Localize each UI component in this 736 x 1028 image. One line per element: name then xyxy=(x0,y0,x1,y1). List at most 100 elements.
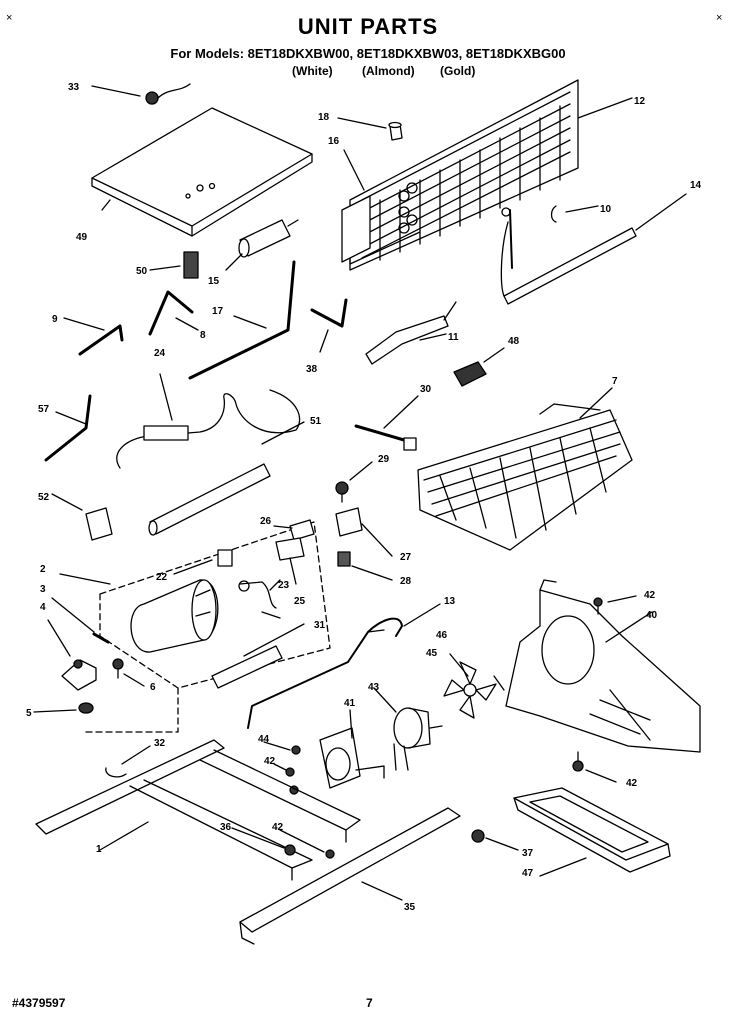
part-15-drier xyxy=(225,219,299,271)
page-title: UNIT PARTS xyxy=(297,14,439,39)
part-49-cover-plate xyxy=(91,107,313,237)
callout-11: 11 xyxy=(448,332,459,343)
callout-38: 38 xyxy=(306,364,318,375)
callout-12: 12 xyxy=(634,96,646,107)
callout-48: 48 xyxy=(508,336,520,347)
callout-25: 25 xyxy=(294,596,306,607)
compressor xyxy=(130,579,219,653)
callout-57: 57 xyxy=(38,404,50,415)
part-43-motor xyxy=(373,687,443,771)
part-14-heater xyxy=(500,193,687,305)
callout-29: 29 xyxy=(378,454,390,465)
part-30-tie xyxy=(354,395,419,451)
callout-44: 44 xyxy=(258,734,270,745)
part-12-condenser xyxy=(349,79,633,271)
callout-6: 6 xyxy=(150,682,156,693)
callout-42: 42 xyxy=(264,756,276,767)
part-7-evaporator xyxy=(417,387,633,551)
part-4-bracket xyxy=(47,619,97,691)
part-47-drain-pan xyxy=(513,787,671,877)
part-13-tube xyxy=(247,603,441,729)
part-48-block xyxy=(453,347,505,387)
callout-5: 5 xyxy=(26,708,32,719)
part-35-rail xyxy=(239,807,461,945)
callout-45: 45 xyxy=(426,648,438,659)
callout-18: 18 xyxy=(318,112,330,123)
callout-37: 37 xyxy=(522,848,534,859)
callout-42: 42 xyxy=(644,590,656,601)
callout-23: 23 xyxy=(278,580,290,591)
part-50-grommet xyxy=(149,251,199,279)
callout-labels: 33 12 18 16 49 10 14 50 15 9 8 17 38 11 … xyxy=(26,82,702,913)
callout-13: 13 xyxy=(444,596,456,607)
part-42b-screw xyxy=(273,763,299,795)
part-42d-screw xyxy=(279,829,335,859)
part-29-screw xyxy=(335,461,373,503)
callout-2: 2 xyxy=(40,564,46,575)
model-numbers: For Models: 8ET18DKXBW00, 8ET18DKXBW03, … xyxy=(170,46,566,61)
part-42a-screw xyxy=(593,595,637,615)
callout-24: 24 xyxy=(154,348,166,359)
callout-32: 32 xyxy=(154,738,166,749)
part-number: #4379597 xyxy=(12,996,66,1010)
part-52-sleeve xyxy=(51,493,113,541)
callout-35: 35 xyxy=(404,902,416,913)
callout-50: 50 xyxy=(136,266,148,277)
callout-47: 47 xyxy=(522,868,534,879)
callout-27: 27 xyxy=(400,552,412,563)
part-6-grommet xyxy=(112,658,145,687)
part-11-accumulator xyxy=(365,301,457,365)
callout-8: 8 xyxy=(200,330,206,341)
callout-41: 41 xyxy=(344,698,356,709)
callout-42: 42 xyxy=(272,822,284,833)
part-17-tube xyxy=(188,260,296,380)
part-38-tube xyxy=(310,298,348,353)
callout-17: 17 xyxy=(212,306,224,317)
part-28-grommet xyxy=(337,551,393,581)
part-18-fitting xyxy=(337,117,403,141)
variant-almond: (Almond) xyxy=(362,64,415,78)
callout-22: 22 xyxy=(156,572,168,583)
callout-14: 14 xyxy=(690,180,702,191)
part-51-insulation xyxy=(148,421,305,536)
callout-51: 51 xyxy=(310,416,322,427)
callout-43: 43 xyxy=(368,682,380,693)
callout-52: 52 xyxy=(38,492,50,503)
part-41-bracket xyxy=(319,709,385,789)
part-46-fan-blade xyxy=(443,653,505,719)
callout-26: 26 xyxy=(260,516,272,527)
callout-42: 42 xyxy=(626,778,638,789)
corner-mark-right: × xyxy=(716,12,723,24)
callout-46: 46 xyxy=(436,630,448,641)
corner-mark-left: × xyxy=(6,12,13,24)
callout-30: 30 xyxy=(420,384,432,395)
callout-15: 15 xyxy=(208,276,220,287)
part-32-clip xyxy=(105,745,151,778)
part-22-relay xyxy=(173,549,233,575)
callout-7: 7 xyxy=(612,376,618,387)
part-57-tube xyxy=(44,394,92,462)
callout-3: 3 xyxy=(40,584,46,595)
part-36-screw xyxy=(231,827,296,856)
callout-4: 4 xyxy=(40,602,46,613)
part-5-foot xyxy=(33,702,94,714)
callout-28: 28 xyxy=(400,576,412,587)
variant-white: (White) xyxy=(292,64,333,78)
callout-36: 36 xyxy=(220,822,232,833)
part-1-base-rail xyxy=(35,739,361,881)
callout-1: 1 xyxy=(96,844,102,855)
part-44-screw xyxy=(263,741,301,755)
part-3-stud xyxy=(51,597,110,644)
callout-31: 31 xyxy=(314,620,326,631)
part-9-tube xyxy=(63,317,124,356)
part-40-fan-bracket xyxy=(505,579,701,753)
part-31-tube xyxy=(211,623,305,689)
callout-9: 9 xyxy=(52,314,58,325)
part-23-cover xyxy=(238,537,305,609)
callout-33: 33 xyxy=(68,82,80,93)
part-37-screw xyxy=(471,829,519,851)
part-42c-screw xyxy=(572,751,617,783)
part-25-terminal xyxy=(261,557,297,619)
callout-10: 10 xyxy=(600,204,612,215)
